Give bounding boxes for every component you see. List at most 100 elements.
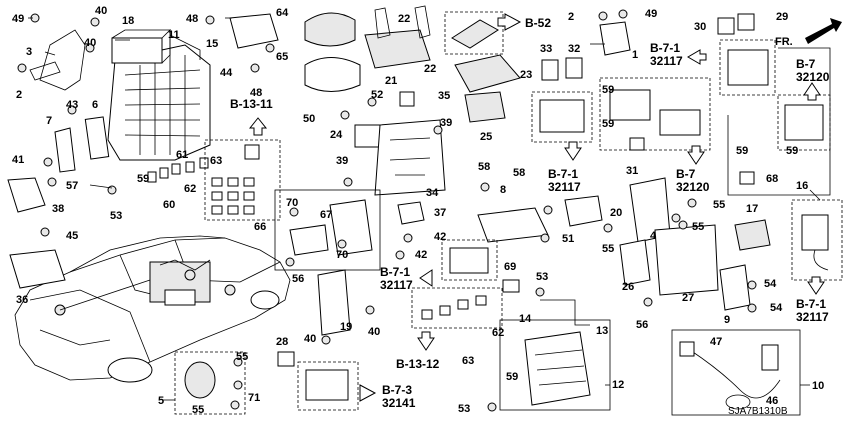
bracket-1 [599, 21, 631, 56]
ref-b-7-1-c: B-7-1 [380, 265, 410, 279]
callout-27: 27 [682, 292, 694, 304]
ref-b-7-1-b: B-7-1 [650, 41, 680, 55]
relay-28 [277, 351, 295, 367]
callout-63: 63 [462, 355, 474, 367]
ref-32117-d: 32117 [796, 310, 829, 324]
fuse-box-12-detail [534, 349, 587, 386]
callout-59: 59 [736, 145, 748, 157]
b7-outline [727, 47, 831, 196]
diagram-code: SJA7B1310B [728, 406, 788, 417]
callout-40: 40 [304, 333, 316, 345]
callout-42: 42 [434, 231, 446, 243]
connector-box-b [719, 39, 776, 96]
callout-32: 32 [568, 43, 580, 55]
ref-32120-a: 32120 [676, 180, 710, 194]
callout-46: 46 [766, 395, 778, 407]
ref-32117-a: 32117 [548, 180, 581, 194]
relay-cluster-59-63 [147, 157, 209, 183]
connector-box-a [531, 91, 593, 143]
callout-12: 12 [612, 379, 624, 391]
relay-group-lower [421, 295, 487, 320]
connector-block-g [305, 369, 349, 401]
part-24 [354, 124, 381, 148]
clip-35 [399, 91, 415, 107]
callout-50: 50 [303, 113, 315, 125]
callout-19: 19 [340, 321, 352, 333]
front-direction-arrow [805, 18, 842, 44]
callout-17: 17 [746, 203, 758, 215]
callout-52: 52 [371, 89, 383, 101]
callout-55: 55 [692, 221, 704, 233]
ref-b-52: B-52 [525, 16, 551, 30]
relay-69 [502, 279, 520, 293]
relay-group-box [204, 139, 281, 221]
callout-48: 48 [250, 87, 262, 99]
part-26 [619, 239, 651, 286]
callout-38: 38 [52, 203, 64, 215]
callout-54: 54 [764, 278, 777, 290]
callout-36: 36 [16, 294, 28, 306]
part-6 [84, 116, 110, 160]
callout-56: 56 [292, 273, 304, 285]
callout-70: 70 [286, 197, 298, 209]
wire-16 [813, 249, 829, 271]
callout-1: 1 [632, 49, 638, 61]
callout-8: 8 [500, 184, 506, 196]
callout-5: 5 [158, 395, 164, 407]
callout-3: 3 [26, 46, 32, 58]
callout-66: 66 [254, 221, 266, 233]
callout-51: 51 [562, 233, 574, 245]
part-37 [397, 201, 425, 225]
connector-10 [761, 344, 779, 371]
part-b52 [451, 19, 499, 49]
callout-71: 71 [248, 392, 260, 404]
callout-10: 10 [812, 380, 824, 392]
part-38 [7, 177, 46, 213]
callout-25: 25 [480, 131, 492, 143]
callout-30: 30 [694, 21, 706, 33]
relay-32 [565, 57, 583, 79]
callout-47: 47 [710, 336, 722, 348]
bracket-13 [540, 299, 590, 326]
callout-33: 33 [540, 43, 552, 55]
relay-module-18 [111, 29, 171, 64]
connector-block-a [539, 99, 585, 133]
leader-lines [28, 17, 821, 401]
callout-63: 63 [210, 155, 222, 167]
callout-13: 13 [596, 325, 608, 337]
cover-64 [304, 12, 356, 47]
callout-20: 20 [610, 207, 622, 219]
callout-18: 18 [122, 15, 134, 27]
callout-59: 59 [602, 118, 614, 130]
part-36 [9, 249, 66, 289]
bracket-34 [374, 119, 446, 196]
connector-block-f [449, 247, 489, 274]
ecu-8 [477, 207, 549, 243]
callout-35: 35 [438, 90, 450, 102]
callout-64: 64 [276, 7, 289, 19]
relay-29 [737, 13, 755, 31]
relay-box-lower [411, 287, 503, 329]
vehicle-illustration [14, 235, 291, 383]
connector-box-g [297, 361, 359, 411]
callout-23: 23 [520, 69, 532, 81]
callout-48: 48 [186, 13, 198, 25]
ref-b-13-12: B-13-12 [396, 357, 440, 371]
ref-32120-b: 32120 [796, 70, 830, 84]
callout-9: 9 [724, 314, 730, 326]
callout-15: 15 [206, 38, 218, 50]
callout-24: 24 [330, 129, 343, 141]
grommet-46 [725, 394, 751, 410]
ref-b-7-1-a: B-7-1 [548, 167, 578, 181]
box-5 [174, 351, 246, 415]
callout-40: 40 [95, 5, 107, 17]
bracket-3b [29, 61, 61, 81]
part-9 [719, 264, 751, 311]
relay-33 [541, 59, 559, 81]
ref-b-7-b: B-7 [796, 57, 816, 71]
callout-69: 69 [504, 261, 516, 273]
module-67 [329, 199, 373, 256]
module-19 [317, 269, 351, 336]
callout-55: 55 [713, 199, 725, 211]
